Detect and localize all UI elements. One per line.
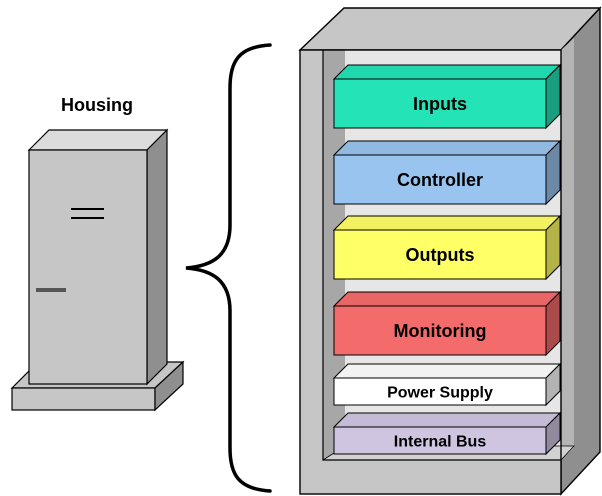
cabinet-front-outline bbox=[299, 49, 562, 495]
module-monitoring: Monitoring bbox=[332, 290, 562, 357]
tower-top bbox=[27, 129, 169, 151]
curly-brace bbox=[185, 43, 272, 493]
module-front bbox=[333, 154, 547, 205]
module-label: Internal Bus bbox=[394, 433, 487, 450]
tower-side bbox=[146, 128, 168, 386]
module-outputs: Outputs bbox=[332, 214, 562, 281]
module-inputs: Inputs bbox=[332, 63, 562, 130]
module-label: Inputs bbox=[413, 94, 467, 114]
module-top bbox=[332, 140, 562, 156]
module-top bbox=[332, 363, 562, 379]
module-front bbox=[333, 229, 547, 280]
module-front bbox=[333, 377, 547, 406]
module-label: Monitoring bbox=[394, 321, 487, 341]
module-top bbox=[332, 215, 562, 231]
module-front bbox=[333, 78, 547, 129]
tower-front bbox=[28, 149, 148, 385]
module-label: Controller bbox=[397, 170, 483, 190]
module-front bbox=[333, 305, 547, 356]
module-top bbox=[332, 412, 562, 428]
cabinet-interior-right-wall bbox=[561, 38, 574, 460]
cabinet-top bbox=[298, 7, 602, 51]
module-front bbox=[333, 426, 547, 455]
module-power-supply: Power Supply bbox=[332, 362, 562, 407]
tower-base-front bbox=[11, 387, 156, 411]
tower-base-side bbox=[154, 360, 184, 412]
housing-tower bbox=[10, 128, 185, 412]
module-label: Outputs bbox=[406, 245, 475, 265]
module-top bbox=[332, 291, 562, 307]
module-internal-bus: Internal Bus bbox=[332, 411, 562, 456]
housing-label: Housing bbox=[61, 95, 133, 115]
module-label: Power Supply bbox=[387, 384, 493, 401]
module-top bbox=[332, 64, 562, 80]
module-controller: Controller bbox=[332, 139, 562, 206]
